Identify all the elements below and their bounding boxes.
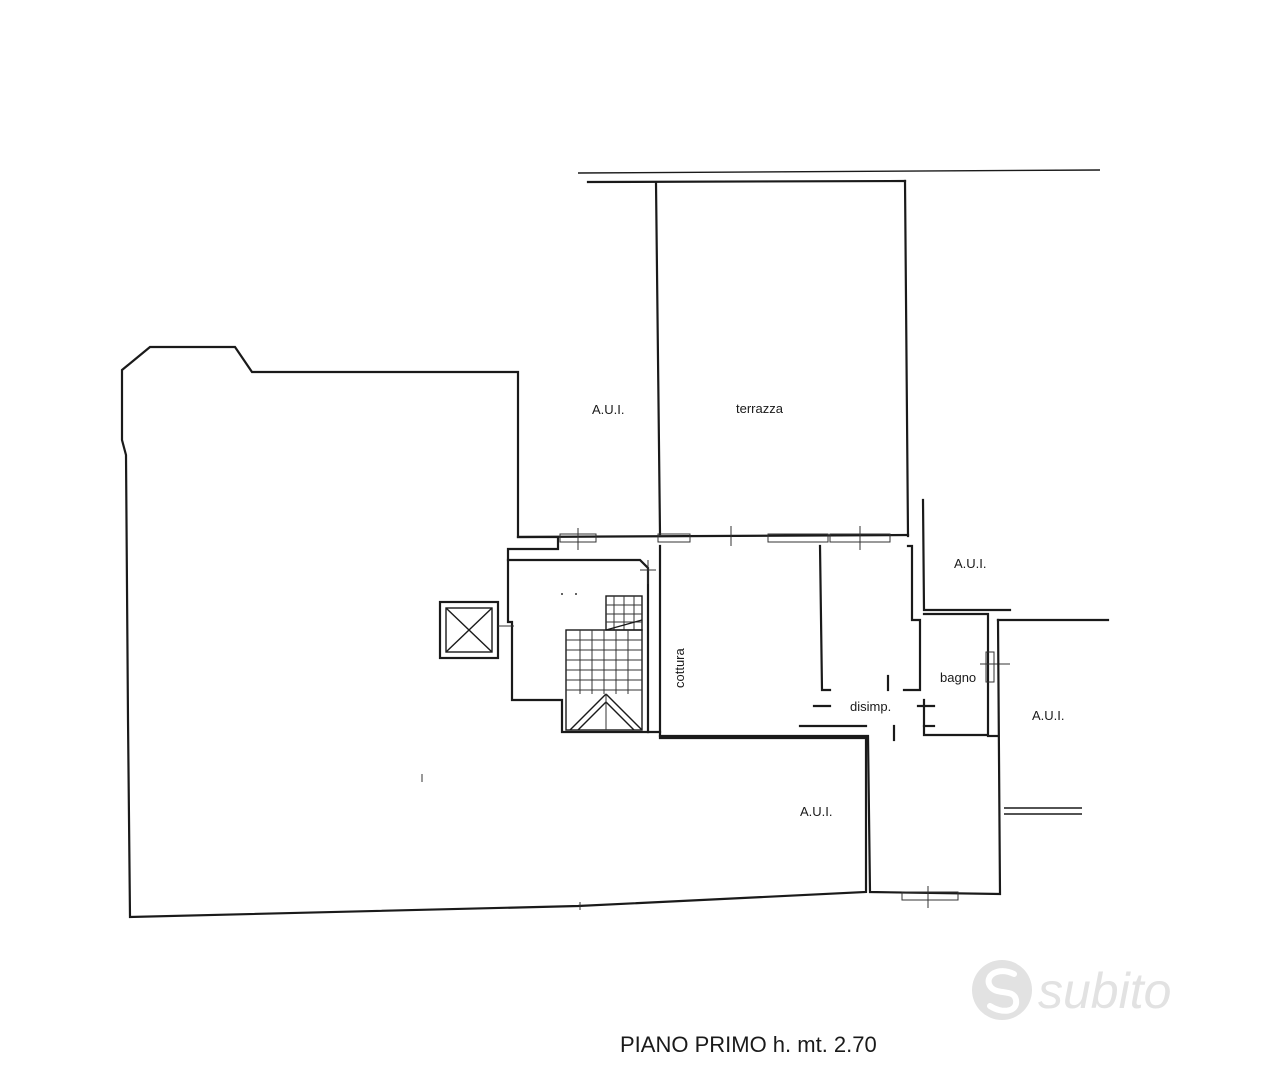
label-terrazza: terrazza — [736, 401, 784, 416]
top-boundary-line-inner — [586, 179, 907, 184]
aui-right-top-outline — [921, 498, 1110, 622]
bottom-window — [901, 891, 959, 901]
label-aui-right-top: A.U.I. — [954, 556, 987, 571]
left-area-outline — [120, 345, 868, 919]
label-bagno: bagno — [940, 670, 976, 685]
label-aui-bottom: A.U.I. — [800, 804, 833, 819]
watermark-text: subito — [1038, 963, 1171, 1019]
label-aui-right-mid: A.U.I. — [1032, 708, 1065, 723]
top-boundary-line — [577, 169, 1101, 174]
label-cottura: cottura — [672, 647, 687, 688]
label-aui-top: A.U.I. — [592, 402, 625, 417]
window-2 — [657, 533, 691, 543]
shaft-cross-2 — [445, 607, 493, 653]
cottura-room-outline — [658, 544, 868, 738]
small-dot-1 — [561, 593, 563, 595]
shaft-box — [438, 600, 500, 660]
terrazza-outline — [654, 179, 910, 538]
plan-title: PIANO PRIMO h. mt. 2.70 — [620, 1032, 877, 1057]
window-3 — [767, 533, 829, 543]
room-bottom-right-outline — [866, 618, 1002, 896]
small-dot-2 — [575, 593, 577, 595]
room-top-right-outline — [818, 544, 922, 692]
terrazza-bottom-wall — [516, 533, 910, 539]
subito-logo-icon — [972, 960, 1032, 1020]
staircase — [565, 595, 643, 731]
bagno-window — [985, 651, 995, 683]
stair-room-outline — [506, 558, 650, 734]
label-disimp: disimp. — [850, 699, 891, 714]
shaft-inner — [445, 607, 493, 653]
